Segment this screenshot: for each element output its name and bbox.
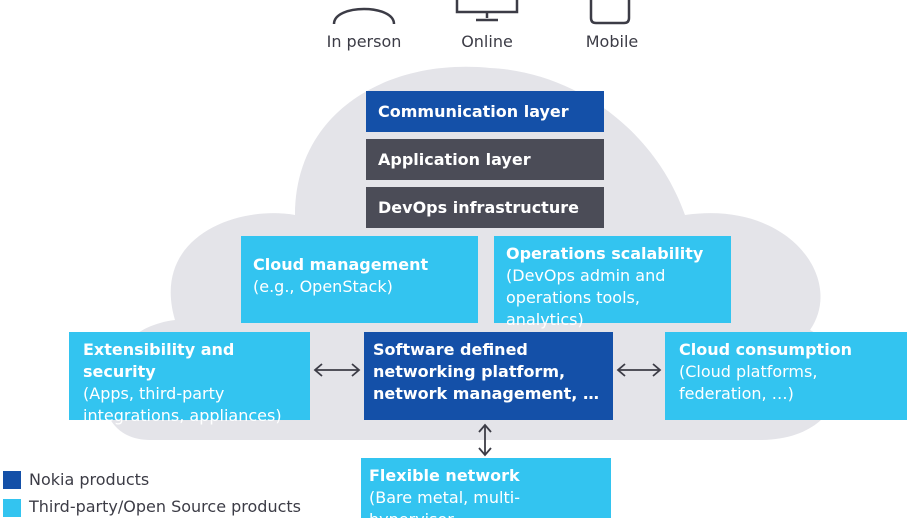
extensibility-security-sub-2: integrations, appliances)	[83, 406, 282, 425]
channel-label-in-person: In person	[326, 32, 402, 51]
cloud-consumption-sub-1: (Cloud platforms,	[679, 362, 818, 381]
application-layer-label: Application layer	[378, 149, 531, 169]
devops-infrastructure-label: DevOps infrastructure	[378, 197, 579, 217]
legend-third-party-label: Third-party/Open Source products	[29, 497, 301, 516]
legend-third-party-swatch	[3, 499, 21, 517]
cloud-management-title: Cloud management	[253, 255, 429, 274]
operations-scalability-title: Operations scalability	[506, 244, 704, 263]
communication-layer-label: Communication layer	[378, 101, 569, 121]
channel-label-online: Online	[461, 32, 513, 51]
legend-nokia-label: Nokia products	[29, 470, 150, 489]
monitor-icon	[455, 0, 519, 22]
cloud-consumption-sub-2: federation, …)	[679, 384, 794, 403]
cloud-consumption-box: Cloud consumption (Cloud platforms, fede…	[665, 332, 907, 420]
sdn-platform-line-3: network management, …	[373, 384, 599, 403]
cloud-management-box: Cloud management (e.g., OpenStack)	[241, 236, 478, 323]
sdn-platform-line-1: Software defined	[373, 340, 528, 359]
mobile-phone-icon	[589, 0, 631, 25]
extensibility-security-title: Extensibility and security	[83, 340, 235, 381]
operations-scalability-sub-2: operations tools, analytics)	[506, 288, 640, 329]
double-arrow-vertical-icon	[478, 423, 492, 457]
operations-scalability-box: Operations scalability (DevOps admin and…	[494, 236, 731, 329]
application-layer-box: Application layer	[366, 139, 604, 180]
cloud-management-sub: (e.g., OpenStack)	[253, 277, 393, 296]
legend-nokia-swatch	[3, 471, 21, 489]
channel-label-mobile: Mobile	[585, 32, 639, 51]
flexible-network-sub: (Bare metal, multi-hypervisor,	[369, 488, 520, 529]
person-icon	[332, 7, 396, 25]
double-arrow-left-icon	[313, 363, 361, 377]
devops-infrastructure-box: DevOps infrastructure	[366, 187, 604, 228]
sdn-platform-line-2: networking platform,	[373, 362, 566, 381]
extensibility-security-box: Extensibility and security (Apps, third-…	[69, 332, 310, 425]
sdn-platform-box: Software defined networking platform, ne…	[364, 332, 613, 420]
flexible-network-title: Flexible network	[369, 466, 520, 485]
operations-scalability-sub-1: (DevOps admin and	[506, 266, 666, 285]
flexible-network-box: Flexible network (Bare metal, multi-hype…	[361, 458, 611, 529]
communication-layer-box: Communication layer	[366, 91, 604, 132]
extensibility-security-sub-1: (Apps, third-party	[83, 384, 225, 403]
cloud-consumption-title: Cloud consumption	[679, 340, 853, 359]
double-arrow-right-icon	[616, 363, 662, 377]
